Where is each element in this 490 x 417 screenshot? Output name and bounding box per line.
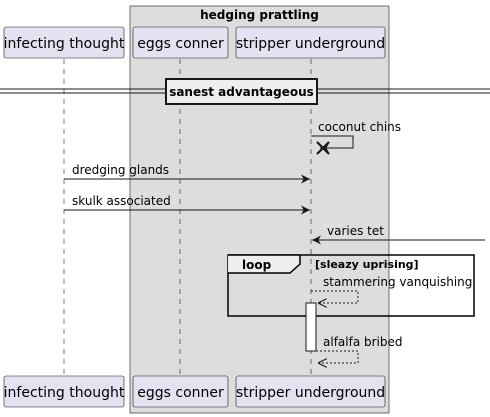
destroy-icon — [316, 141, 330, 155]
message-stammering-vanquishing: stammering vanquishing — [311, 275, 472, 303]
participant-label: infecting thought — [4, 385, 125, 401]
message-coconut-chins: coconut chins — [311, 120, 401, 155]
message-label: dredging glands — [72, 163, 169, 177]
divider-label: sanest advantageous — [169, 85, 314, 99]
participant-label: eggs conner — [137, 385, 224, 401]
message-skulk-associated: skulk associated — [64, 194, 310, 215]
participant-stripper-underground-bottom[interactable]: stripper underground — [235, 375, 386, 408]
message-label: varies tet — [327, 224, 384, 238]
loop-condition: [sleazy uprising] — [315, 258, 419, 271]
participant-infecting-thought-bottom[interactable]: infecting thought — [4, 375, 125, 408]
message-label: stammering vanquishing — [323, 275, 472, 289]
message-dredging-glands: dredging glands — [64, 163, 310, 184]
loop-keyword: loop — [242, 258, 272, 272]
message-label: coconut chins — [318, 120, 401, 134]
participant-infecting-thought-top[interactable]: infecting thought — [4, 26, 125, 59]
activation-bar — [305, 302, 317, 352]
participant-label: stripper underground — [236, 36, 385, 52]
participant-eggs-conner-top[interactable]: eggs conner — [132, 26, 229, 59]
message-label: skulk associated — [72, 194, 171, 208]
participant-label: infecting thought — [4, 36, 125, 52]
message-alfalfa-bribed: alfalfa bribed — [316, 335, 403, 363]
participant-label: eggs conner — [137, 36, 224, 52]
loop-fragment: loop [sleazy uprising] — [227, 254, 475, 317]
group-title: hedging prattling — [200, 8, 319, 22]
participant-label: stripper underground — [236, 385, 385, 401]
participant-stripper-underground-top[interactable]: stripper underground — [235, 26, 386, 59]
section-divider: sanest advantageous — [0, 78, 490, 105]
participant-eggs-conner-bottom[interactable]: eggs conner — [132, 375, 229, 408]
message-varies-tet: varies tet — [312, 224, 485, 245]
message-label: alfalfa bribed — [323, 335, 403, 349]
